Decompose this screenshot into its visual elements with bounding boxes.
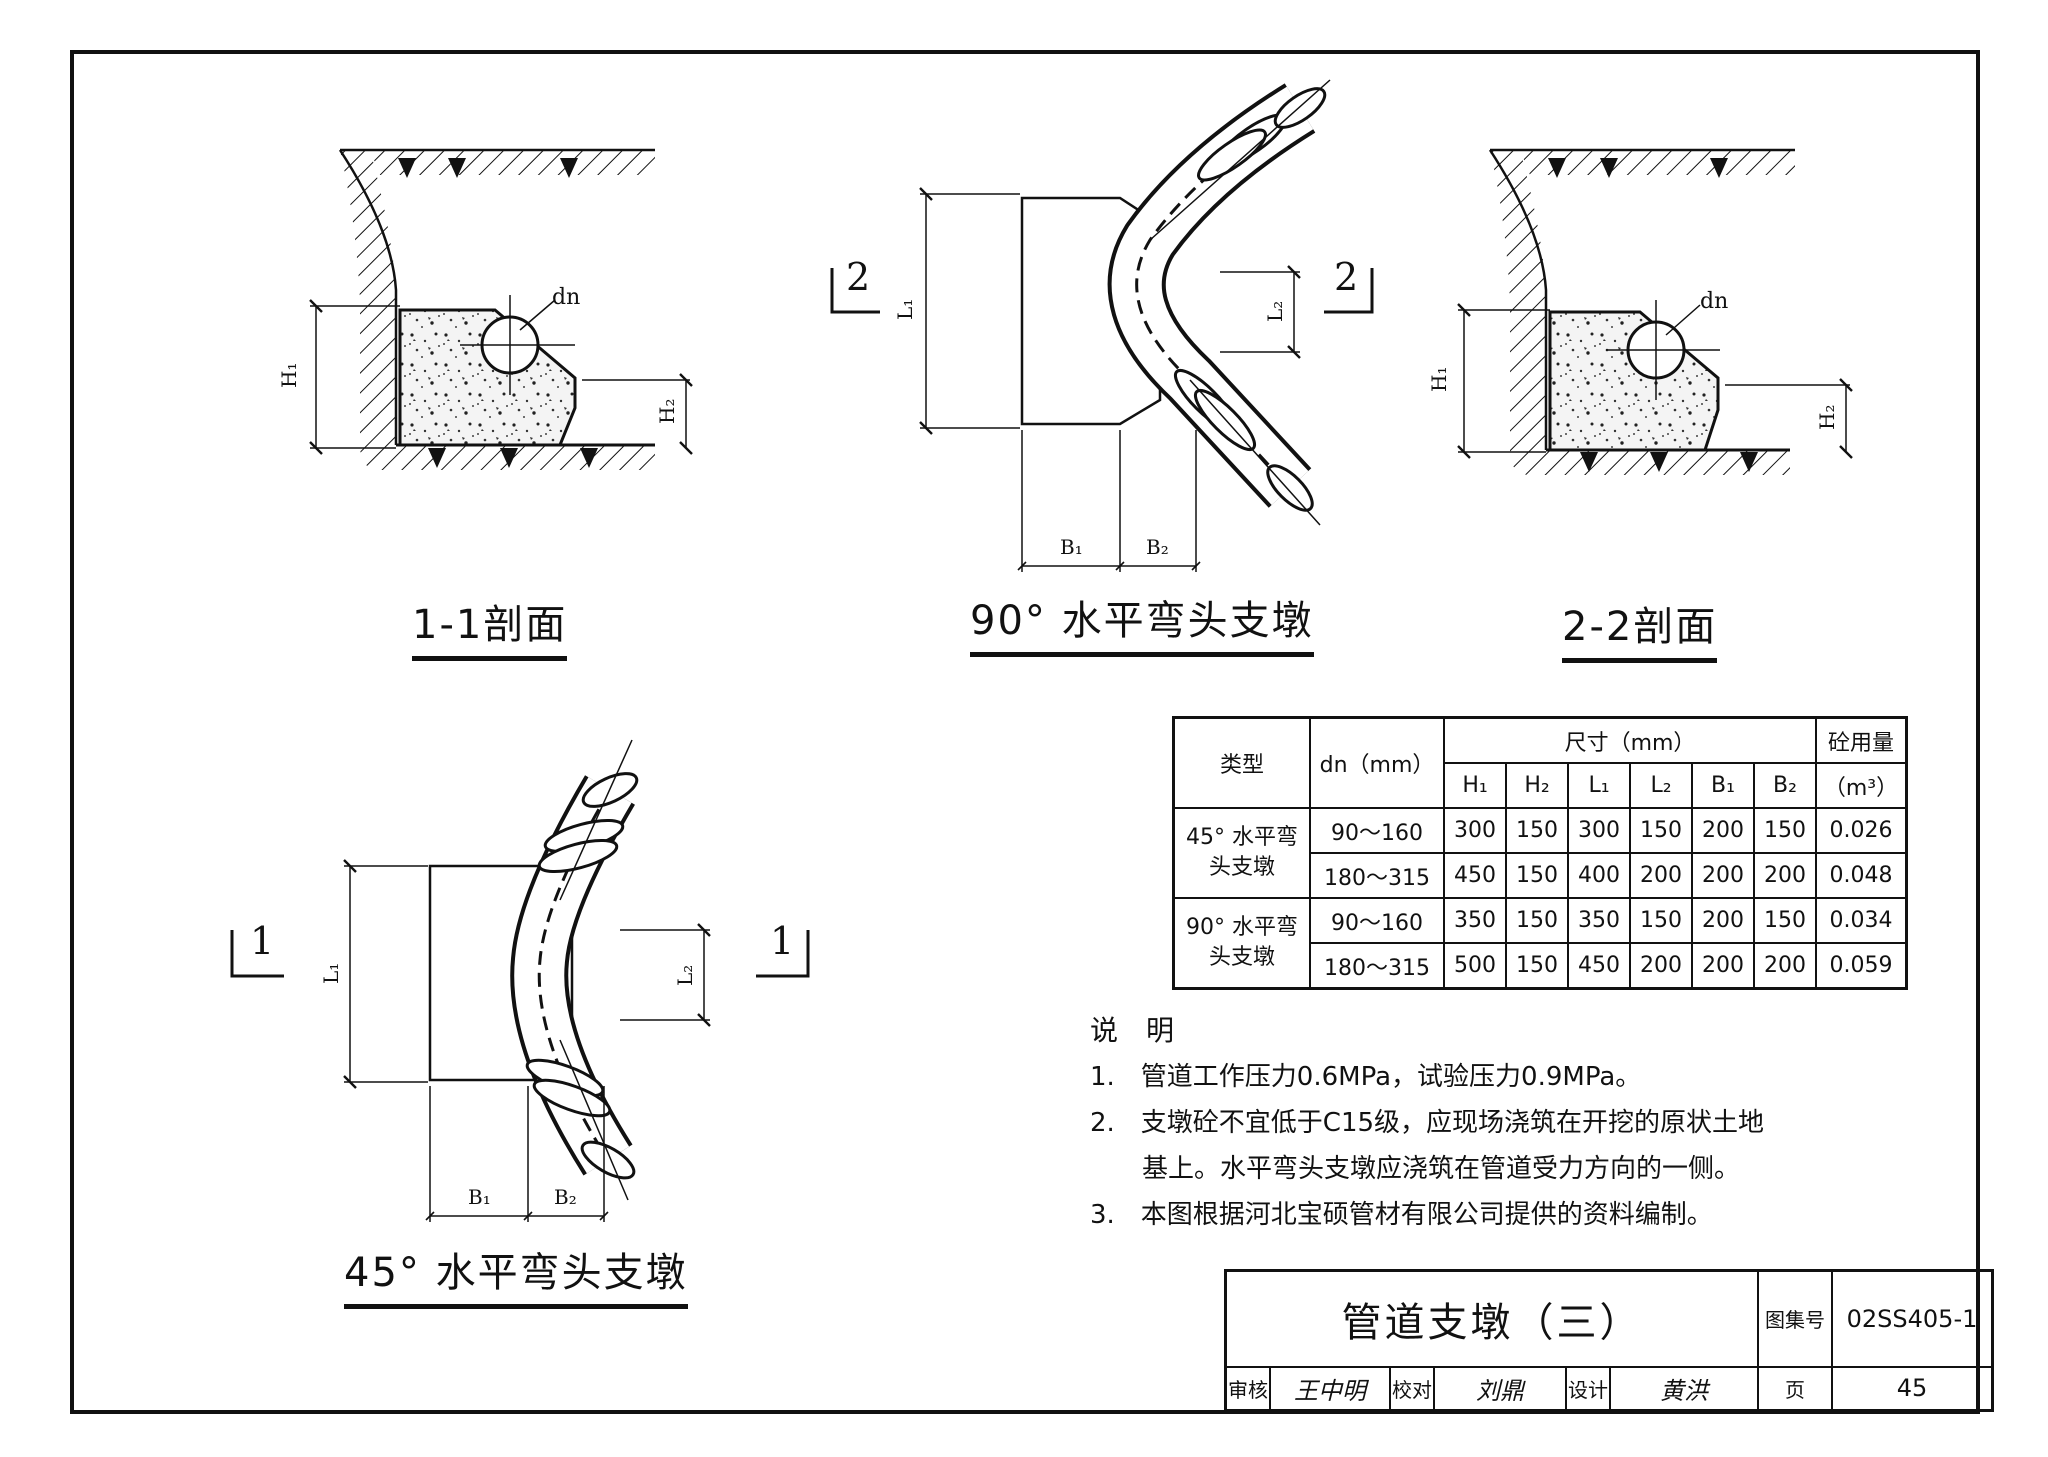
table-cell-dn: 180～315 <box>1309 942 1445 990</box>
table-cell-dn: 90～160 <box>1309 897 1445 944</box>
table-cell-type: 90° 水平弯头支墩 <box>1172 897 1311 990</box>
cut-marker-90-left: 2 <box>846 255 870 299</box>
table-header-volume: 砼用量 <box>1815 716 1908 764</box>
page-label: 页 <box>1757 1365 1833 1412</box>
table-subheader: B₁ <box>1691 762 1755 809</box>
table-header-volume-unit: （m³） <box>1815 762 1908 809</box>
note-item: 3. 本图根据河北宝硕管材有限公司提供的资料编制。 <box>1090 1200 1713 1230</box>
table-cell: 200 <box>1629 852 1693 899</box>
label-l1-45: L₁ <box>319 963 343 984</box>
table-cell: 300 <box>1567 807 1631 854</box>
table-cell: 200 <box>1691 897 1755 944</box>
label-l2-90: L₂ <box>1263 301 1287 322</box>
table-cell-dn: 90～160 <box>1309 807 1445 854</box>
table-cell-type: 45° 水平弯头支墩 <box>1172 807 1311 899</box>
table-subheader: L₂ <box>1629 762 1693 809</box>
dimension-table: 类型 dn（mm） 尺寸（mm） 砼用量 H₁ H₂ L₁ L₂ B₁ B₂ （… <box>1172 716 1908 990</box>
table-cell: 200 <box>1629 942 1693 990</box>
table-cell: 350 <box>1443 897 1507 944</box>
table-subheader: H₂ <box>1505 762 1569 809</box>
cut-marker-45-left: 1 <box>250 919 274 963</box>
notes-block: 说 明 1. 管道工作压力0.6MPa，试验压力0.9MPa。 2. 支墩砼不宜… <box>1090 1008 1764 1238</box>
label-l1-90: L₁ <box>893 299 917 320</box>
note-item: 基上。水平弯头支墩应浇筑在管道受力方向的一侧。 <box>1090 1154 1741 1184</box>
table-cell-volume: 0.048 <box>1815 852 1908 899</box>
table-cell-dn: 180～315 <box>1309 852 1445 899</box>
check-label: 校对 <box>1389 1365 1435 1412</box>
label-h2-2: H₂ <box>1815 405 1839 430</box>
table-cell-volume: 0.026 <box>1815 807 1908 854</box>
note-item: 1. 管道工作压力0.6MPa，试验压力0.9MPa。 <box>1090 1062 1642 1092</box>
note-item: 2. 支墩砼不宜低于C15级，应现场浇筑在开挖的原状土地 <box>1090 1108 1765 1138</box>
table-row: 180～315 450 150 400 200 200 200 0.048 <box>1174 852 1908 899</box>
table-cell: 500 <box>1443 942 1507 990</box>
cut-marker-45-right: 1 <box>770 919 794 963</box>
title-elbow-90: 90° 水平弯头支墩 <box>970 588 1314 657</box>
cut-marker-90-right: 2 <box>1334 255 1358 299</box>
table-cell: 400 <box>1567 852 1631 899</box>
atlas-number: 02SS405-1 <box>1831 1269 1994 1368</box>
sheet-border <box>70 50 1980 1414</box>
table-cell: 200 <box>1691 942 1755 990</box>
table-row: 45° 水平弯头支墩 90～160 300 150 300 150 200 15… <box>1172 807 1908 899</box>
label-dn-2: dn <box>1700 289 1728 314</box>
table-cell-volume: 0.059 <box>1815 942 1908 990</box>
section-1-1-drawing <box>309 148 693 470</box>
review-label: 审核 <box>1224 1365 1271 1412</box>
atlas-label: 图集号 <box>1757 1269 1833 1368</box>
label-b2-90: B₂ <box>1146 535 1169 559</box>
table-subheader: L₁ <box>1567 762 1631 809</box>
table-subheader: H₁ <box>1443 762 1507 809</box>
table-cell: 150 <box>1505 807 1569 854</box>
table-header-dn: dn（mm） <box>1309 716 1445 809</box>
page-number: 45 <box>1831 1365 1994 1412</box>
table-cell: 150 <box>1753 807 1817 854</box>
table-cell: 150 <box>1629 897 1693 944</box>
design-label: 设计 <box>1565 1365 1611 1412</box>
label-h2-1: H₂ <box>655 399 679 424</box>
label-b2-45: B₂ <box>554 1185 577 1209</box>
table-cell: 450 <box>1567 942 1631 990</box>
table-cell: 200 <box>1691 807 1755 854</box>
table-row: 180～315 500 150 450 200 200 200 0.059 <box>1174 942 1908 990</box>
table-cell: 200 <box>1753 852 1817 899</box>
table-cell: 150 <box>1505 852 1569 899</box>
table-cell: 200 <box>1691 852 1755 899</box>
table-cell: 150 <box>1505 942 1569 990</box>
table-cell: 150 <box>1629 807 1693 854</box>
table-cell: 350 <box>1567 897 1631 944</box>
soil-hatch <box>340 150 655 470</box>
label-b1-90: B₁ <box>1060 535 1083 559</box>
section-2-2-drawing <box>1457 148 1853 475</box>
title-section-1-1: 1-1剖面 <box>412 592 568 661</box>
notes-heading: 说 明 <box>1090 1014 1175 1047</box>
design-signature: 黄洪 <box>1609 1365 1759 1412</box>
table-header-type: 类型 <box>1172 716 1311 809</box>
title-elbow-45: 45° 水平弯头支墩 <box>344 1240 688 1309</box>
title-section-2-2: 2-2剖面 <box>1562 594 1718 663</box>
elbow-90-drawing <box>830 79 1374 572</box>
title-block: 管道支墩（三） 图集号 02SS405-1 审核 王中明 校对 刘鼎 设计 黄洪… <box>1224 1269 1994 1412</box>
table-cell: 450 <box>1443 852 1507 899</box>
table-cell-volume: 0.034 <box>1815 897 1908 944</box>
label-h1-1: H₁ <box>277 363 301 388</box>
elbow-45-drawing <box>230 739 810 1222</box>
label-h1-2: H₁ <box>1427 367 1451 392</box>
label-l2-45: L₂ <box>673 965 697 986</box>
table-row: 90° 水平弯头支墩 90～160 350 150 350 150 200 15… <box>1172 897 1908 990</box>
review-signature: 王中明 <box>1269 1365 1391 1412</box>
label-b1-45: B₁ <box>468 1185 491 1209</box>
drawing-title: 管道支墩（三） <box>1224 1269 1759 1368</box>
table-header-size: 尺寸（mm） <box>1443 716 1817 764</box>
table-cell: 300 <box>1443 807 1507 854</box>
table-cell: 150 <box>1753 897 1817 944</box>
table-cell: 200 <box>1753 942 1817 990</box>
label-dn-1: dn <box>552 285 580 310</box>
check-signature: 刘鼎 <box>1433 1365 1567 1412</box>
table-cell: 150 <box>1505 897 1569 944</box>
table-subheader: B₂ <box>1753 762 1817 809</box>
